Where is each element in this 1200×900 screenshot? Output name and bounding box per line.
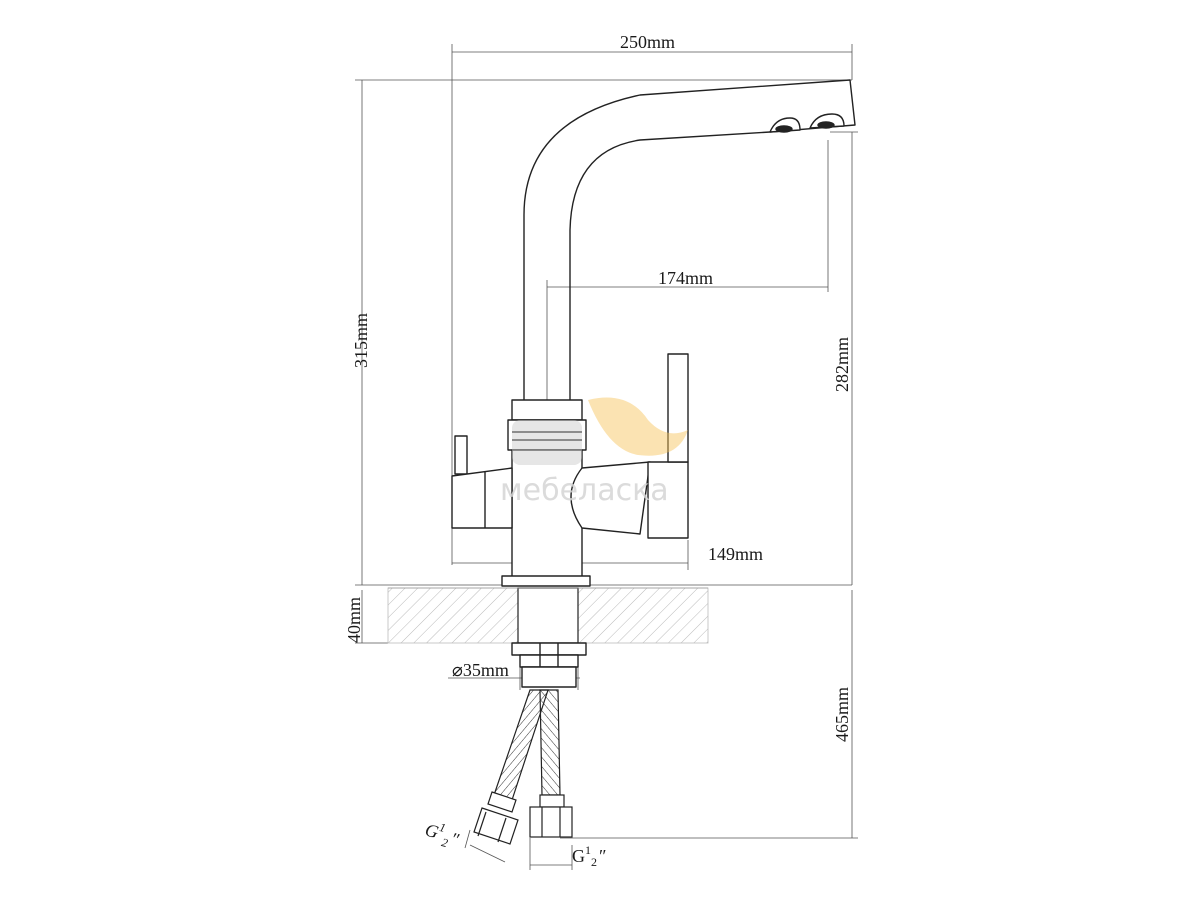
watermark-logo: мебеласка bbox=[500, 397, 688, 508]
svg-text:″: ″ bbox=[599, 846, 607, 866]
body-width-label: 149mm bbox=[708, 544, 763, 564]
shank-diameter-label: ⌀35mm bbox=[452, 660, 509, 680]
spout-reach-label: 174mm bbox=[658, 268, 713, 288]
total-height-label: 315mm bbox=[351, 313, 371, 368]
svg-text:2: 2 bbox=[591, 855, 597, 869]
deck-thickness-label: 40mm bbox=[344, 597, 364, 643]
thread-label-left: G 1 2 ″ bbox=[423, 820, 462, 851]
spout-height-label: 282mm bbox=[832, 337, 852, 392]
width-label: 250mm bbox=[620, 32, 675, 52]
svg-text:G: G bbox=[572, 846, 585, 866]
faucet-outline bbox=[451, 79, 856, 688]
countertop-section bbox=[387, 587, 709, 644]
svg-text:″: ″ bbox=[449, 828, 462, 849]
svg-text:1: 1 bbox=[438, 820, 447, 835]
hose-length-label: 465mm bbox=[832, 687, 852, 742]
watermark-text: мебеласка bbox=[500, 473, 669, 508]
svg-text:2: 2 bbox=[440, 835, 449, 850]
svg-text:G: G bbox=[423, 820, 441, 843]
thread-label-right: G 1 2 ″ bbox=[572, 843, 607, 869]
dimension-labels: 250mm 174mm 315mm 282mm 149mm 40mm ⌀35mm… bbox=[344, 32, 852, 869]
dimension-lines bbox=[355, 44, 858, 870]
svg-text:1: 1 bbox=[585, 843, 591, 857]
supply-hoses bbox=[473, 689, 573, 845]
